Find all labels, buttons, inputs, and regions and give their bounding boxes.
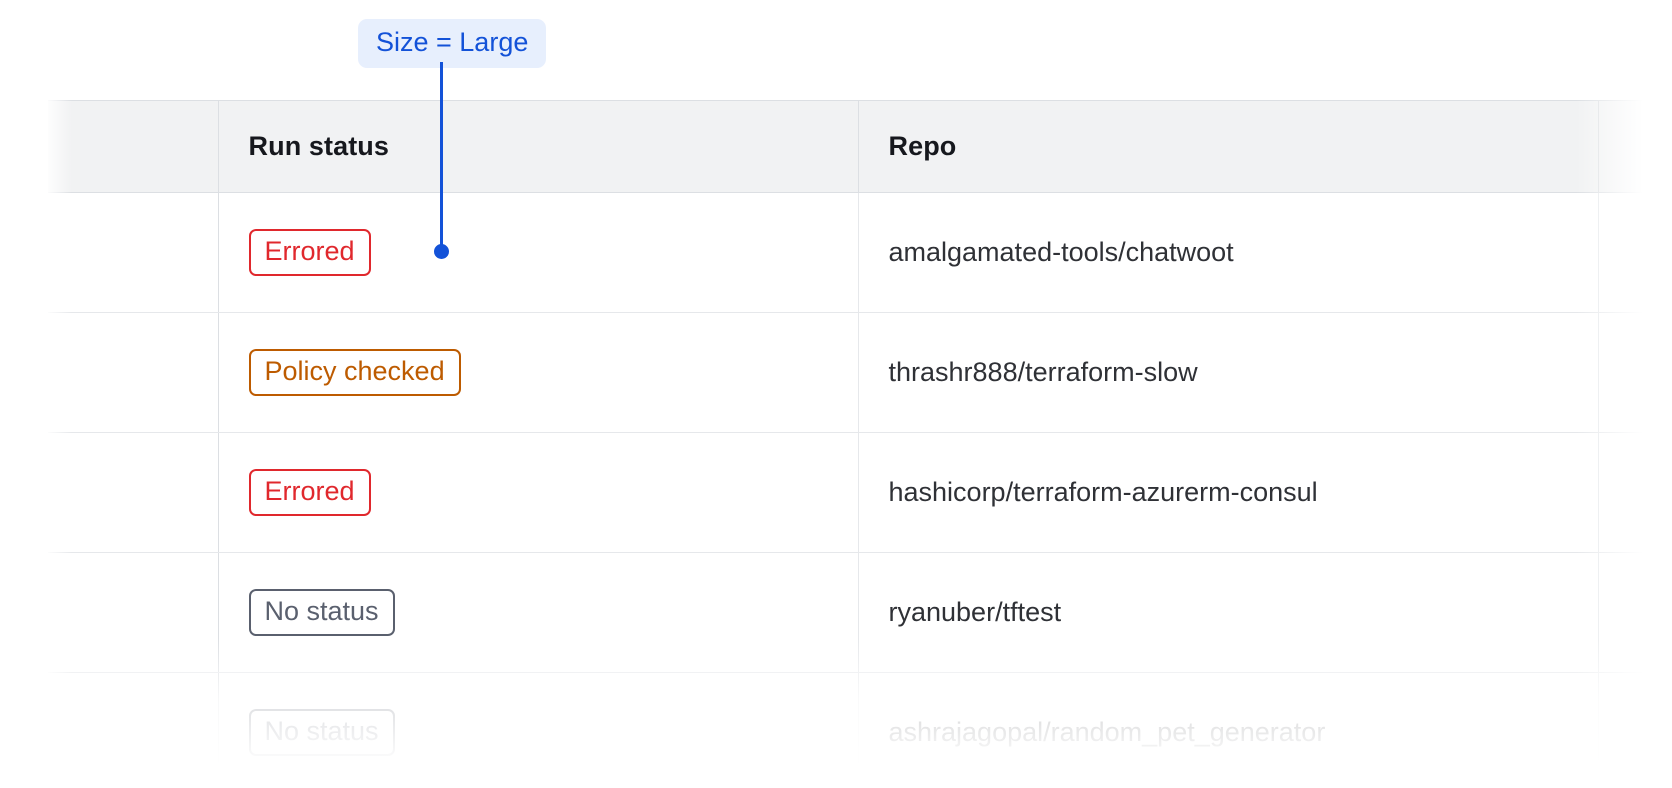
- repo-cell[interactable]: hashicorp/terraform-azurerm-consul: [858, 432, 1599, 553]
- row-select-cell[interactable]: [48, 672, 219, 788]
- status-badge[interactable]: Errored: [248, 469, 371, 516]
- run-status-cell: Errored: [218, 192, 859, 313]
- row-select-cell[interactable]: [48, 432, 219, 553]
- status-badge[interactable]: No status: [248, 709, 395, 757]
- table-row[interactable]: No status ashrajagopal/random_pet_genera…: [48, 672, 1672, 788]
- table-row[interactable]: Policy checked thrashr888/terraform-slow: [48, 312, 1672, 433]
- column-header-repo[interactable]: Repo: [858, 100, 1599, 193]
- repo-cell[interactable]: thrashr888/terraform-slow: [858, 312, 1599, 433]
- extra-cell: [1598, 552, 1672, 673]
- run-status-cell: No status: [218, 672, 859, 788]
- repo-cell[interactable]: amalgamated-tools/chatwoot: [858, 192, 1599, 313]
- status-badge[interactable]: No status: [248, 589, 395, 636]
- table-row[interactable]: Errored hashicorp/terraform-azurerm-cons…: [48, 432, 1672, 553]
- table-header: Run status Repo: [48, 100, 1672, 193]
- extra-cell: [1598, 672, 1672, 788]
- table-row[interactable]: No status ryanuber/tftest: [48, 552, 1672, 673]
- repo-cell[interactable]: ryanuber/tftest: [858, 552, 1599, 673]
- column-header-run-status[interactable]: Run status: [218, 100, 859, 193]
- repo-cell[interactable]: ashrajagopal/random_pet_generator: [858, 672, 1599, 788]
- column-header-select[interactable]: [48, 100, 219, 193]
- table-row[interactable]: Errored amalgamated-tools/chatwoot: [48, 192, 1672, 313]
- row-select-cell[interactable]: [48, 192, 219, 313]
- extra-cell: [1598, 312, 1672, 433]
- row-select-cell[interactable]: [48, 552, 219, 673]
- table-viewport[interactable]: Run status Repo Errored amalgamated-tool…: [0, 100, 1672, 788]
- extra-cell: [1598, 432, 1672, 553]
- table-header-row: Run status Repo: [48, 100, 1672, 193]
- run-status-cell: No status: [218, 552, 859, 673]
- status-badge[interactable]: Errored: [248, 229, 371, 276]
- annotation-badge[interactable]: Size = Large: [358, 19, 547, 68]
- row-select-cell[interactable]: [48, 312, 219, 433]
- run-status-cell: Policy checked: [218, 312, 859, 433]
- table-body: Errored amalgamated-tools/chatwoot Polic…: [48, 192, 1672, 788]
- column-header-extra[interactable]: [1598, 100, 1672, 193]
- runs-table: Run status Repo Errored amalgamated-tool…: [48, 100, 1672, 788]
- run-status-cell: Errored: [218, 432, 859, 553]
- status-badge[interactable]: Policy checked: [248, 349, 461, 396]
- extra-cell: [1598, 192, 1672, 313]
